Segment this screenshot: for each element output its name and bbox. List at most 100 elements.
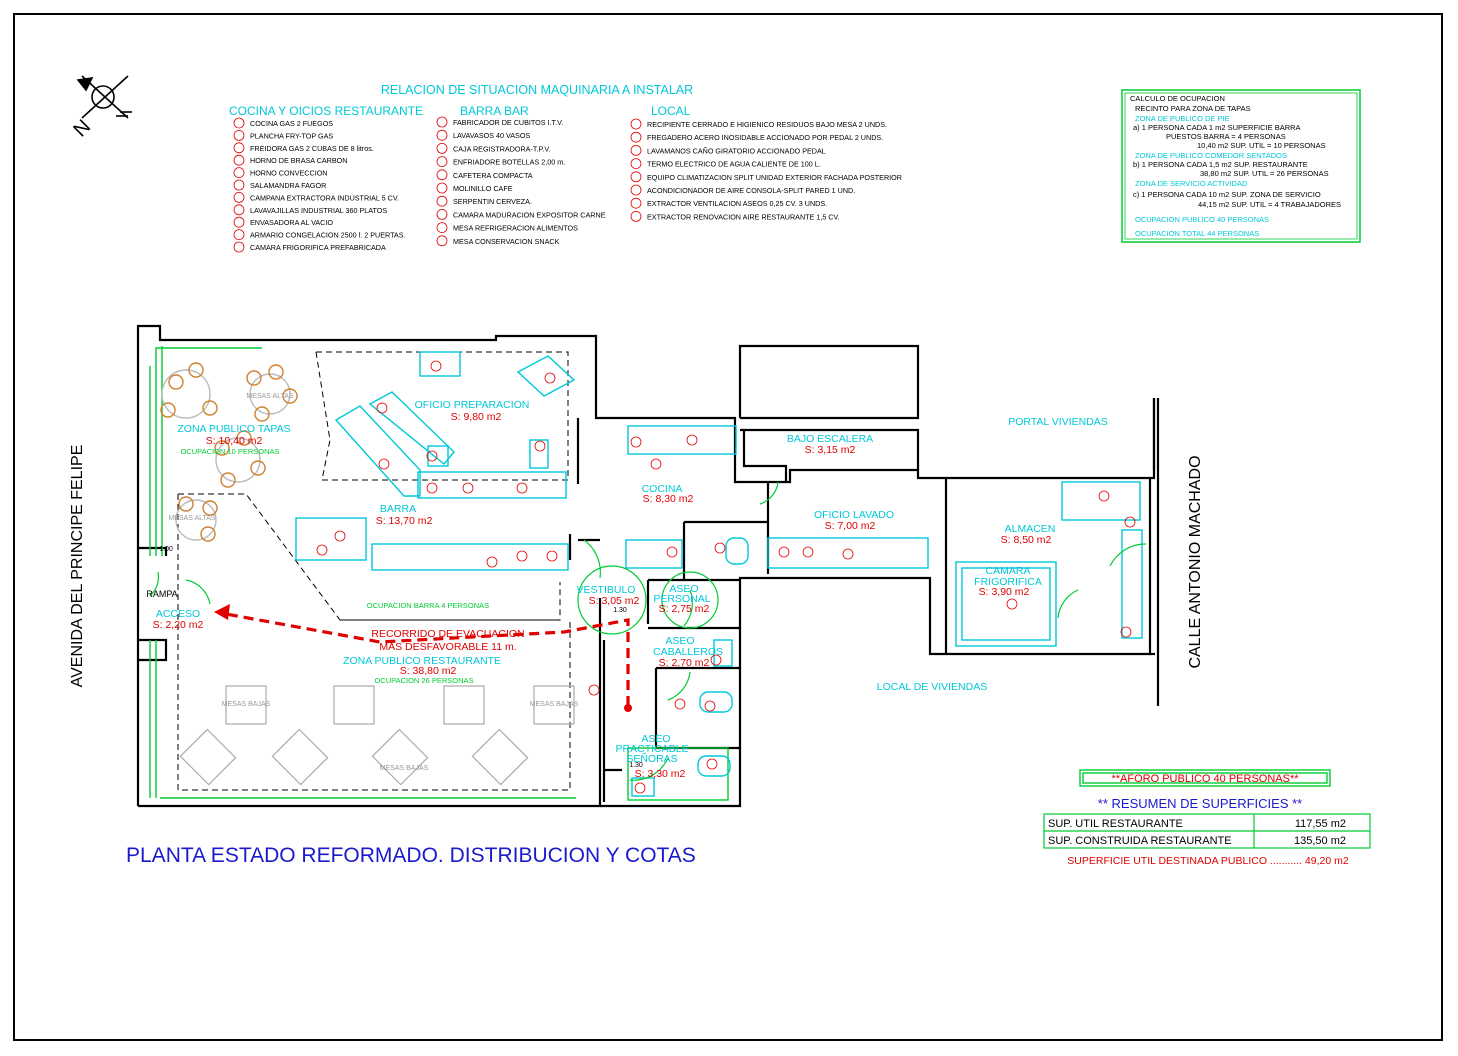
superficie-publico: SUPERFICIE UTIL DESTINADA PUBLICO ......… xyxy=(1067,855,1349,867)
legend-item: CAMPANA EXTRACTORA INDUSTRIAL 5 CV. xyxy=(250,193,399,202)
room-acceso-name: ACCESO xyxy=(156,608,200,620)
legend-marker xyxy=(436,129,448,141)
room-restaurante-name: ZONA PUBLICO RESTAURANTE xyxy=(343,655,501,667)
occupancy-line-1b: PUESTOS BARRA = 4 PERSONAS xyxy=(1166,132,1286,141)
room-restaurante-area: S: 38,80 m2 xyxy=(400,665,457,677)
legend-marker xyxy=(233,241,245,253)
equipment-marker xyxy=(674,698,686,710)
legend-group-barra: BARRA BAR FABRICADOR DE CUBITOS I.T.V.LA… xyxy=(436,104,606,247)
legend-item: EXTRACTOR RENOVACION AIRE RESTAURANTE 1,… xyxy=(647,212,840,221)
legend-marker xyxy=(436,222,448,234)
room-cocina-area: S: 8,30 m2 xyxy=(643,493,694,505)
equipment-marker xyxy=(376,402,388,414)
legend-item: ENVASADORA AL VACIO xyxy=(250,218,333,227)
legend-marker xyxy=(436,116,448,128)
evacuation-route xyxy=(225,612,630,706)
legend-item: MESA REFRIGERACION ALIMENTOS xyxy=(453,224,578,233)
room-oficio-name: OFICIO PREPARACION xyxy=(415,399,530,411)
legend-marker xyxy=(630,131,642,143)
equipment-marker xyxy=(462,482,474,494)
equipment-marker xyxy=(544,372,556,384)
north-label: N xyxy=(69,116,95,142)
legend-marker xyxy=(630,184,642,196)
legend-item: PLANCHA FRY-TOP GAS xyxy=(250,131,333,140)
legend-item: ACONDICIONADOR DE AIRE CONSOLA-SPLIT PAR… xyxy=(647,186,855,195)
legend-item: COCINA GAS 2 FUEGOS xyxy=(250,119,333,128)
legend-marker xyxy=(630,158,642,170)
summary-table xyxy=(1043,813,1371,849)
evacuation-label-2: MAS DESFAVORABLE 11 m. xyxy=(379,641,516,653)
plan-doors xyxy=(149,481,1147,781)
legend-item: MOLINILLO CAFE xyxy=(453,184,513,193)
room-escalera-name: BAJO ESCALERA xyxy=(787,433,873,445)
legend-heading-barra: BARRA BAR xyxy=(460,104,529,118)
local-viviendas-label: LOCAL DE VIVIENDAS xyxy=(877,681,987,693)
room-acceso-area: S: 2,20 m2 xyxy=(153,619,204,631)
equipment-marker xyxy=(778,546,790,558)
room-barra-area: S: 13,70 m2 xyxy=(376,515,433,527)
mesas-bajas-label-3: MESAS BAJAS xyxy=(380,765,429,772)
legend-marker xyxy=(233,191,245,203)
legend-marker xyxy=(630,210,642,222)
legend-group-cocina: COCINA Y OICIOS RESTAURANTE COCINA GAS 2… xyxy=(229,104,423,253)
equipment-marker xyxy=(426,450,438,462)
evacuation-origin xyxy=(624,704,632,712)
legend-marker xyxy=(233,117,245,129)
room-barra-name: BARRA xyxy=(380,503,416,515)
mesas-bajas-label-1: MESAS BAJAS xyxy=(222,701,271,708)
room-aseo-senoras-3: SEÑORAS xyxy=(626,752,677,765)
mesas-bajas-label-2: MESAS BAJAS xyxy=(530,701,579,708)
occupancy-line-2b: 38,80 m2 SUP. UTIL = 26 PERSONAS xyxy=(1200,169,1329,178)
equipment-marker xyxy=(378,458,390,470)
occupancy-line-1c: 10,40 m2 SUP. UTIL = 10 PERSONAS xyxy=(1197,141,1326,150)
legend-item: RECIPIENTE CERRADO E HIGIENICO RESIDUOS … xyxy=(647,120,887,129)
room-almacen-name: ALMACEN xyxy=(1005,523,1056,535)
mesas-altas-label-1: MESAS ALTAS xyxy=(246,393,294,400)
mesas-altas-label-2: MESAS ALTAS xyxy=(168,515,216,522)
legend-marker xyxy=(630,118,642,130)
room-tapas-occupancy: OCUPACION 10 PERSONAS xyxy=(180,447,279,456)
occupancy-title: CALCULO DE OCUPACION xyxy=(1130,94,1225,103)
dimension-130-vestibulo: 1.30 xyxy=(613,607,627,614)
occupancy-line-2a: b) 1 PERSONA CADA 1,5 m2 SUP. RESTAURANT… xyxy=(1133,160,1308,169)
north-arrow-icon xyxy=(76,75,132,119)
equipment-marker xyxy=(516,482,528,494)
equipment-marker xyxy=(704,700,716,712)
occupancy-public: OCUPACION PUBLICO 40 PERSONAS xyxy=(1135,215,1269,224)
legend-item: CAJA REGISTRADORA-T.P.V. xyxy=(453,144,550,153)
legend-item: EQUIPO CLIMATIZACION SPLIT UNIDAD EXTERI… xyxy=(647,173,902,182)
equipment-marker xyxy=(650,458,662,470)
room-tapas-name: ZONA PUBLICO TAPAS xyxy=(177,423,290,435)
equipment-marker xyxy=(710,654,722,666)
legend-marker xyxy=(233,204,245,216)
room-camara-area: S: 3,90 m2 xyxy=(979,586,1030,598)
legend-heading-local: LOCAL xyxy=(651,104,691,118)
legend-item: FREIDORA GAS 2 CUBAS DE 8 litros. xyxy=(250,144,374,153)
equipment-marker xyxy=(1124,516,1136,528)
room-aseo-personal-area: S: 2,75 m2 xyxy=(659,603,710,615)
equipment-marker xyxy=(1120,626,1132,638)
equipment-marker xyxy=(666,546,678,558)
legend-marker xyxy=(436,235,448,247)
legend-marker xyxy=(436,182,448,194)
legend-marker xyxy=(436,169,448,181)
equipment-marker xyxy=(842,548,854,560)
equipment-marker xyxy=(430,360,442,372)
legend-marker xyxy=(630,197,642,209)
legend-item: TERMO ELECTRICO DE AGUA CALIENTE DE 100 … xyxy=(647,160,821,169)
occupancy-total: OCUPACION TOTAL 44 PERSONAS xyxy=(1135,229,1259,238)
equipment-markers xyxy=(316,360,1136,794)
plan-green-lining xyxy=(149,346,1331,801)
equipment-marker xyxy=(802,546,814,558)
equipment-marker xyxy=(486,556,498,568)
summary-row-label-2: SUP. CONSTRUIDA RESTAURANTE xyxy=(1048,835,1232,847)
summary-row-label-1: SUP. UTIL RESTAURANTE xyxy=(1048,818,1183,830)
legend-item: LAVAVAJILLAS INDUSTRIAL 360 PLATOS xyxy=(250,206,387,215)
equipment-marker xyxy=(1098,490,1110,502)
room-aseo-caballeros-1: ASEO xyxy=(665,635,694,647)
dimension-100: 1.00 xyxy=(159,546,173,553)
legend-item: HORNO DE BRASA CARBON xyxy=(250,156,347,165)
legend-marker xyxy=(233,216,245,228)
equipment-marker xyxy=(1006,598,1018,610)
legend-group-local: LOCAL RECIPIENTE CERRADO E HIGIENICO RES… xyxy=(630,104,902,222)
